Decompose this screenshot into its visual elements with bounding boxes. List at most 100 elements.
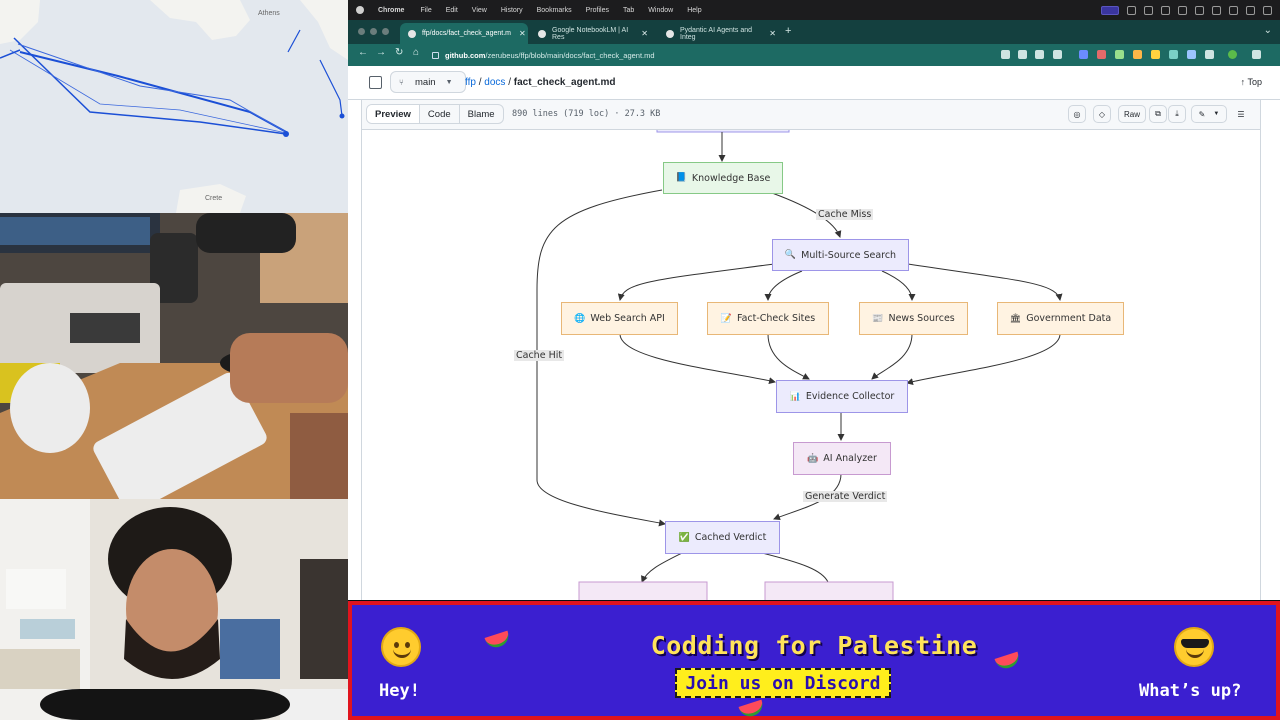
node-multi-source-search: 🔍 Multi-Source Search xyxy=(772,239,909,271)
extension-6-icon[interactable] xyxy=(1169,50,1178,59)
desk-graphic xyxy=(0,213,348,499)
extension-1-icon[interactable] xyxy=(1079,50,1088,59)
node-news-sources: 📰 News Sources xyxy=(859,302,968,335)
menu-history[interactable]: History xyxy=(500,6,523,14)
menubar-app-name[interactable]: Chrome xyxy=(378,6,405,14)
breadcrumb: ffp / docs / fact_check_agent.md xyxy=(465,77,615,88)
menu-edit[interactable]: Edit xyxy=(445,6,458,14)
tray-control-center-icon[interactable] xyxy=(1263,5,1272,15)
map-graphic xyxy=(0,0,348,213)
breadcrumb-docs-link[interactable]: docs xyxy=(484,77,506,88)
flowchart-edges xyxy=(536,130,1063,600)
join-discord-button[interactable]: Join us on Discord xyxy=(675,668,891,698)
apple-icon[interactable] xyxy=(356,6,364,14)
breadcrumb-file-name: fact_check_agent.md xyxy=(513,77,616,88)
zoom-icon[interactable] xyxy=(1035,50,1044,59)
back-arrow-icon[interactable]: ← xyxy=(358,47,368,58)
symbols-icon[interactable]: ◇ xyxy=(1093,105,1111,123)
tab-github-fact-check[interactable]: ffp/docs/fact_check_agent.m ✕ xyxy=(400,23,528,44)
tab-search-chevron-icon[interactable]: ⌄ xyxy=(1263,25,1272,36)
outline-list-icon[interactable]: ☰ xyxy=(1237,109,1245,119)
top-button[interactable]: ↑ Top xyxy=(1241,77,1262,87)
menu-tab[interactable]: Tab xyxy=(622,6,635,14)
menubar-tray xyxy=(1101,0,1272,20)
node-label: News Sources xyxy=(888,313,955,324)
node-label: Web Search API xyxy=(590,313,665,324)
tab-blame[interactable]: Blame xyxy=(467,108,495,120)
profile-avatar-icon[interactable] xyxy=(1228,50,1237,59)
raw-button[interactable]: Raw xyxy=(1118,105,1146,123)
site-info-icon[interactable] xyxy=(432,51,439,59)
forward-arrow-icon[interactable]: → xyxy=(376,47,386,58)
tray-indicator-icon[interactable] xyxy=(1101,5,1119,15)
tab-pydantic-ai[interactable]: Pydantic AI Agents and Integ ✕ xyxy=(658,23,784,44)
cast-icon[interactable] xyxy=(1001,50,1010,59)
extension-7-icon[interactable] xyxy=(1187,50,1196,59)
tab-close-icon[interactable]: ✕ xyxy=(518,29,526,38)
menu-file[interactable]: File xyxy=(420,6,432,14)
node-label: AI Analyzer xyxy=(823,453,877,464)
extension-3-icon[interactable] xyxy=(1115,50,1124,59)
copy-raw-icon[interactable]: ⧉ xyxy=(1149,105,1167,123)
bookmark-star-icon[interactable] xyxy=(1053,50,1062,59)
download-icon[interactable]: ⤓ xyxy=(1168,105,1186,123)
home-icon[interactable]: ⌂ xyxy=(413,47,420,58)
notebooklm-favicon-icon xyxy=(538,29,546,38)
tray-cloud-icon[interactable] xyxy=(1127,5,1136,15)
tray-wifi-icon[interactable] xyxy=(1229,5,1238,15)
menu-profiles[interactable]: Profiles xyxy=(585,6,609,14)
tray-bell-icon[interactable] xyxy=(1178,5,1187,15)
node-label: Government Data xyxy=(1026,313,1112,324)
edit-dropdown-button[interactable]: ✎ ▼ xyxy=(1191,105,1227,123)
tab-notebooklm[interactable]: Google NotebookLM | AI Res ✕ xyxy=(530,23,656,44)
menu-window[interactable]: Window xyxy=(648,6,674,14)
address-bar[interactable]: github.com /zerubeus/ffp/blob/main/docs/… xyxy=(432,47,992,63)
view-mode-tabs: Preview Code Blame xyxy=(366,104,504,124)
window-zoom-button[interactable] xyxy=(382,28,389,35)
browser-toolbar: ← → ↻ ⌂ github.com /zerubeus/ffp/blob/ma… xyxy=(348,44,1280,66)
chrome-menu-icon[interactable] xyxy=(1252,50,1261,59)
tab-strip: ffp/docs/fact_check_agent.m ✕ Google Not… xyxy=(348,20,1280,44)
desk-camera-feed xyxy=(0,213,348,499)
menu-view[interactable]: View xyxy=(471,6,487,14)
sidebar-toggle-icon[interactable] xyxy=(369,76,382,89)
facecam-graphic xyxy=(0,499,348,720)
tray-record-icon[interactable] xyxy=(1161,5,1170,15)
window-minimize-button[interactable] xyxy=(370,28,377,35)
pydantic-favicon-icon xyxy=(666,29,674,38)
extension-5-icon[interactable] xyxy=(1151,50,1160,59)
extensions-puzzle-icon[interactable] xyxy=(1205,50,1214,59)
robot-icon: 🤖 xyxy=(807,453,819,464)
copilot-icon[interactable]: ◎ xyxy=(1068,105,1086,123)
tray-search-icon[interactable] xyxy=(1246,5,1255,15)
branch-name: main xyxy=(415,76,436,88)
translate-icon[interactable] xyxy=(1018,50,1027,59)
extension-2-icon[interactable] xyxy=(1097,50,1106,59)
window-close-button[interactable] xyxy=(358,28,365,35)
extension-4-icon[interactable] xyxy=(1133,50,1142,59)
tab-preview[interactable]: Preview xyxy=(367,105,420,123)
new-tab-icon[interactable]: + xyxy=(785,25,792,37)
edge-label-cache-hit: Cache Hit xyxy=(514,350,565,361)
tray-gear-icon[interactable] xyxy=(1144,5,1153,15)
smiling-face-icon xyxy=(381,627,421,667)
breadcrumb-separator: / xyxy=(478,77,482,88)
bar-chart-icon: 📊 xyxy=(789,391,801,402)
menu-help[interactable]: Help xyxy=(687,6,702,14)
facecam-feed xyxy=(0,499,348,720)
node-label: Multi-Source Search xyxy=(801,249,897,261)
breadcrumb-separator: / xyxy=(508,77,511,88)
node-web-search-api: 🌐 Web Search API xyxy=(561,302,678,335)
tray-battery-icon[interactable] xyxy=(1195,5,1204,15)
magnifier-icon: 🔍 xyxy=(784,250,797,260)
branch-selector-button[interactable]: ⑂ main ▼ xyxy=(390,71,466,93)
tab-close-icon[interactable]: ✕ xyxy=(641,29,648,38)
stream-banner: Codding for Palestine Join us on Discord… xyxy=(348,601,1280,720)
breadcrumb-repo-link[interactable]: ffp xyxy=(465,77,476,88)
tray-volume-icon[interactable] xyxy=(1212,5,1221,15)
tab-close-icon[interactable]: ✕ xyxy=(769,29,776,38)
tab-code[interactable]: Code xyxy=(420,105,460,123)
menu-bookmarks[interactable]: Bookmarks xyxy=(536,6,572,14)
reload-icon[interactable]: ↻ xyxy=(395,47,404,58)
